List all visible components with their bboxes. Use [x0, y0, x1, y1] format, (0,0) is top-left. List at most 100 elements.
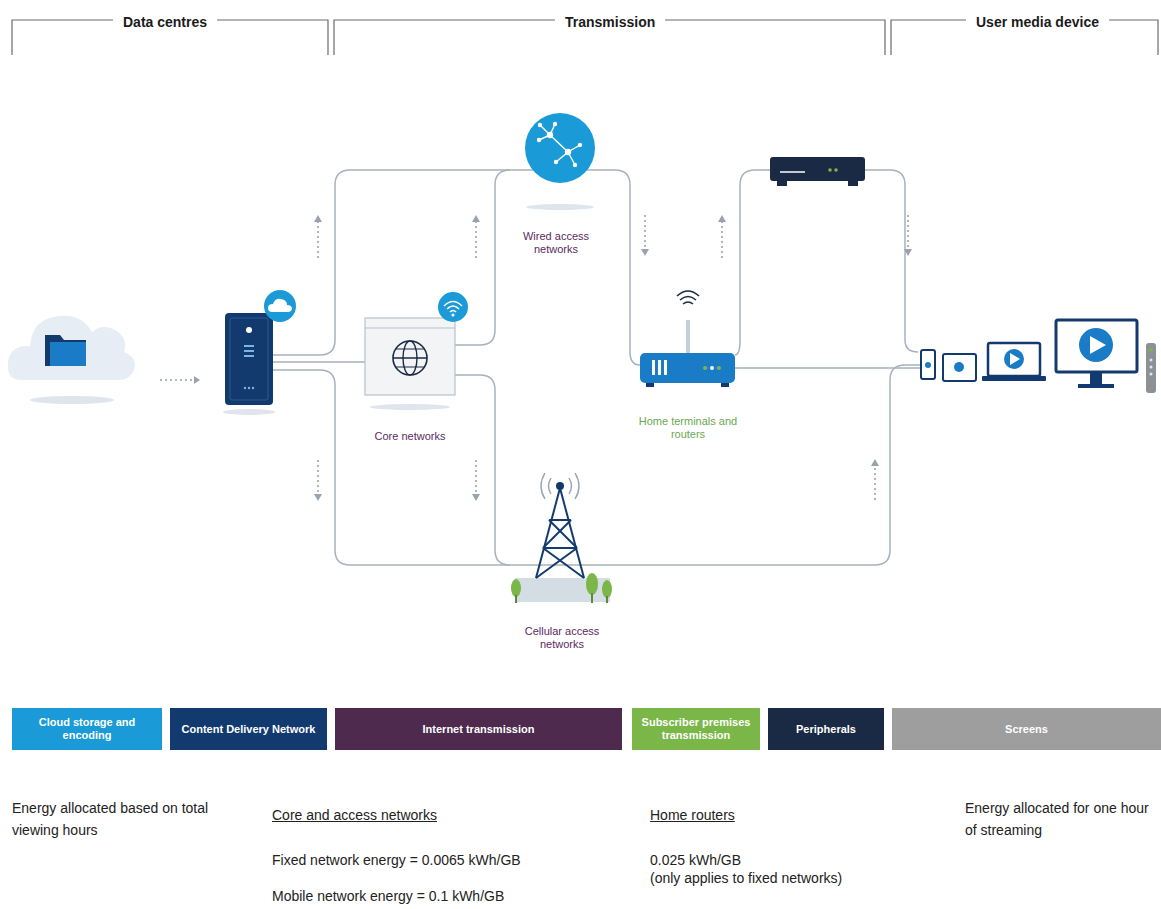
- server-icon: [223, 290, 296, 415]
- cell-tower-icon: [543, 548, 584, 578]
- cell-tower-icon: [586, 573, 598, 595]
- wired-access-icon: [538, 139, 541, 142]
- device-icons: [982, 376, 1046, 381]
- device-icons: [921, 350, 935, 379]
- flow-arrow: [475, 222, 477, 258]
- flow-arrow: [160, 215, 908, 500]
- core-network-icon: [365, 328, 455, 329]
- category-band: Screens: [892, 708, 1161, 750]
- core-network-icon: [451, 313, 454, 316]
- network-line: [273, 170, 920, 565]
- server-icon: [230, 318, 268, 400]
- router-icon: [677, 291, 699, 304]
- network-line: [455, 375, 510, 565]
- category-band: Peripherals: [768, 708, 884, 750]
- server-icon: [244, 387, 246, 389]
- device-icons: [1090, 372, 1102, 384]
- wired-access-icon: [566, 150, 571, 155]
- note-text: Mobile network energy = 0.1 kWh/GB: [272, 885, 504, 907]
- cell-tower-icon: [543, 547, 577, 549]
- flow-arrowhead: [871, 459, 879, 466]
- flow-arrow: [160, 379, 194, 381]
- flow-arrowhead: [194, 376, 200, 384]
- component-label: Home terminals and routers: [633, 415, 743, 441]
- server-icon: [268, 299, 292, 312]
- flow-arrowhead: [718, 215, 726, 222]
- cell-tower-icon: [511, 573, 612, 603]
- device-icons: [1010, 353, 1020, 365]
- category-band: Cloud storage and encoding: [12, 708, 162, 750]
- category-band: Content Delivery Network: [170, 708, 327, 750]
- device-icons: [988, 343, 1040, 376]
- cell-tower-icon: [536, 488, 584, 578]
- core-network-icon: [396, 349, 424, 367]
- set-top-box-icon: [770, 157, 865, 181]
- cell-tower-icon: [549, 519, 571, 521]
- cell-tower-icon: [541, 473, 545, 499]
- router-icon: [717, 366, 721, 370]
- device-icons: [943, 354, 976, 381]
- cell-tower-icon: [515, 595, 517, 603]
- cloud-icon: [45, 335, 86, 366]
- note-text: (only applies to fixed networks): [650, 867, 842, 889]
- flow-arrow: [317, 460, 319, 494]
- router-icon: [721, 383, 729, 387]
- device-icons: [1056, 320, 1137, 372]
- set-top-box-icon: [777, 181, 787, 186]
- flow-arrowhead: [641, 249, 649, 256]
- note-text: Energy allocated for one hour of streami…: [965, 797, 1150, 841]
- cell-tower-icon: [602, 580, 612, 598]
- cell-tower-icon: [560, 488, 584, 578]
- router-icon: [652, 360, 655, 375]
- server-icon: [246, 327, 252, 333]
- device-icons: [1146, 343, 1156, 393]
- device-icons: [1090, 336, 1106, 354]
- network-line: [273, 361, 365, 363]
- wired-access-icon: [579, 144, 582, 147]
- cell-tower-icon: [549, 520, 577, 548]
- router-icon: [664, 360, 667, 375]
- network-line: [735, 170, 918, 355]
- cell-tower-icon: [606, 596, 608, 603]
- device-icons: [925, 362, 931, 368]
- core-network-icon: [365, 292, 468, 410]
- wired-access-icon: [525, 113, 595, 183]
- core-network-icon: [393, 341, 427, 375]
- section-header: Data centres: [113, 11, 217, 33]
- cell-tower-icon: [575, 473, 579, 499]
- wired-access-icon: [548, 133, 553, 138]
- server-icon: [248, 387, 250, 389]
- router-icon: [640, 291, 735, 387]
- cell-tower-icon: [536, 548, 577, 578]
- cell-tower-icon: [541, 473, 579, 499]
- router-icon: [710, 366, 714, 370]
- server-icon: [244, 345, 254, 347]
- band-label: Screens: [1005, 723, 1048, 736]
- device-icons: [1079, 328, 1113, 362]
- set-top-box-icon: [848, 181, 858, 186]
- wired-access-icon: [555, 161, 558, 164]
- wired-access-icon: [550, 135, 568, 152]
- router-icon: [640, 353, 735, 383]
- flow-arrow: [874, 466, 876, 500]
- set-top-box-icon: [780, 171, 805, 173]
- server-icon: [223, 409, 275, 415]
- band-label: Peripherals: [796, 723, 856, 736]
- set-top-box-icon: [770, 157, 865, 186]
- device-icons: [1150, 359, 1153, 362]
- note-heading: Home routers: [650, 804, 735, 826]
- flow-arrowhead: [314, 215, 322, 222]
- cell-tower-icon: [569, 478, 572, 494]
- cloud-icon: [30, 396, 114, 404]
- device-icons: [1150, 373, 1153, 376]
- wired-access-icon: [525, 113, 595, 210]
- component-label: Core networks: [355, 430, 465, 443]
- wired-access-icon: [574, 164, 577, 167]
- band-label: Content Delivery Network: [182, 723, 316, 736]
- router-icon: [646, 383, 654, 387]
- server-icon: [264, 290, 296, 322]
- wired-access-icon: [539, 124, 542, 127]
- flow-arrowhead: [472, 215, 480, 222]
